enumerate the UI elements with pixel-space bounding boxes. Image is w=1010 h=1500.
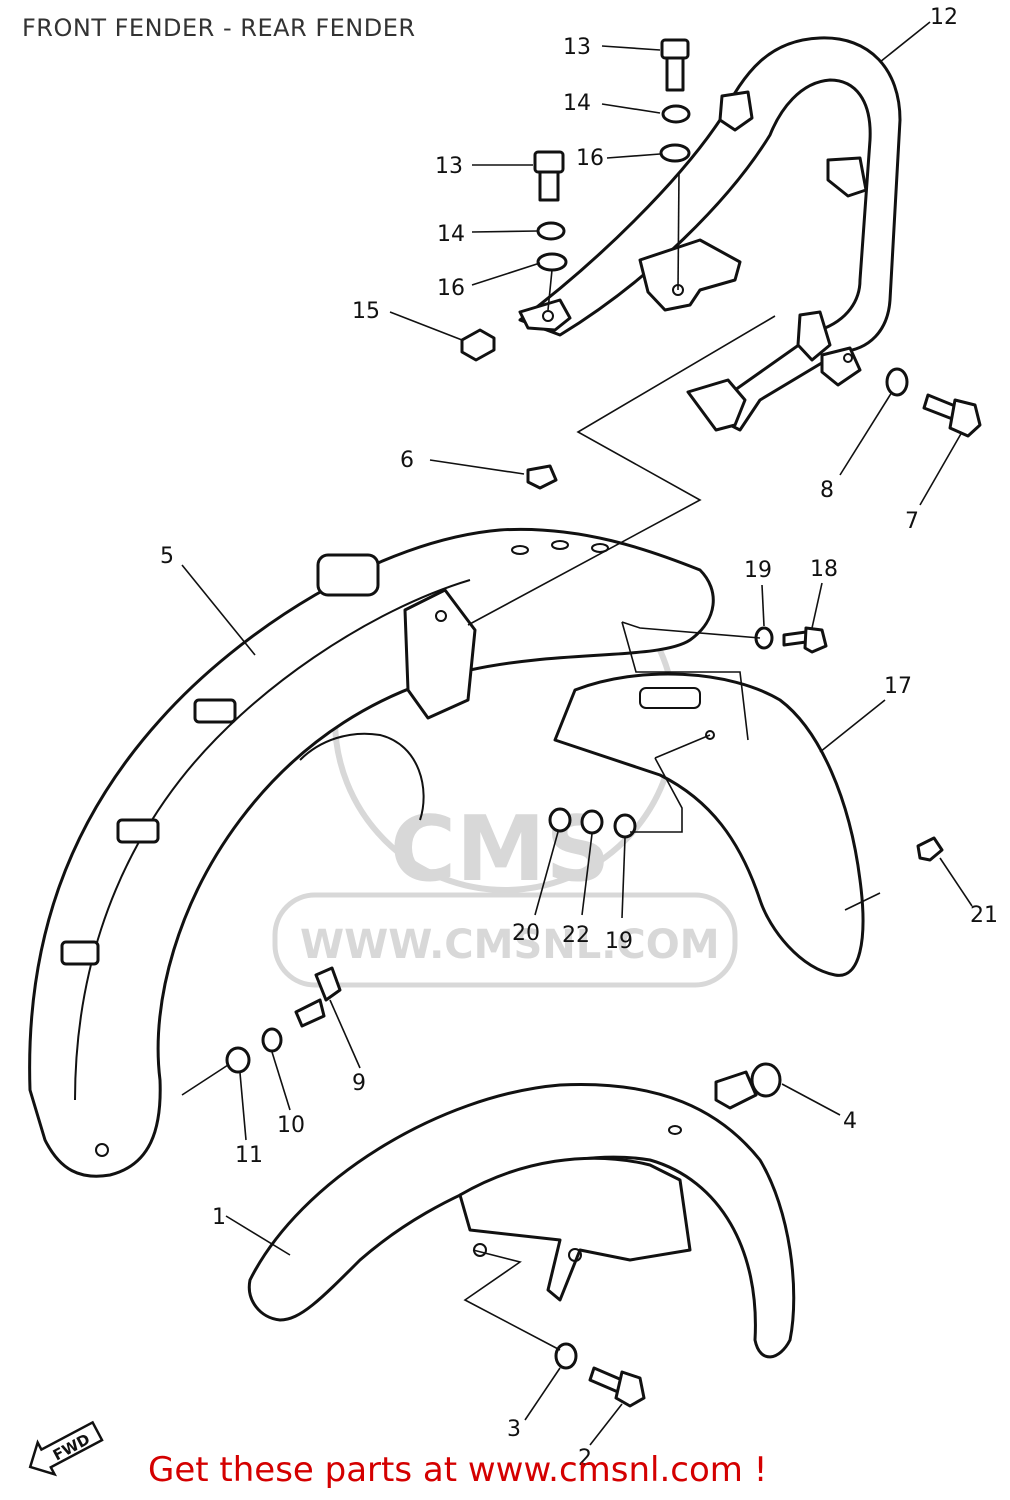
callout-9: 9	[352, 1071, 366, 1096]
callout-8: 8	[820, 478, 834, 503]
bolt-13-upper[interactable]	[660, 38, 690, 92]
bolt-13-lower[interactable]	[533, 150, 565, 202]
fwd-arrow-icon: FWD	[28, 1420, 104, 1477]
callout-3: 3	[507, 1417, 521, 1442]
callout-19-upper: 19	[744, 558, 772, 583]
washer-16-lower[interactable]	[536, 252, 568, 272]
washer-16-upper[interactable]	[659, 143, 691, 163]
callout-6: 6	[400, 448, 414, 473]
front-fender[interactable]	[247, 1082, 796, 1359]
callout-5: 5	[160, 544, 174, 569]
lock-washer-14-lower[interactable]	[536, 221, 566, 241]
washer-3[interactable]	[554, 1342, 578, 1370]
callout-19-lower: 19	[605, 929, 633, 954]
leader-lines	[181, 21, 973, 1446]
grommet-6[interactable]	[526, 464, 558, 490]
watermark: CMS WWW.CMSNL.COM	[272, 547, 738, 988]
washer-22[interactable]	[580, 809, 604, 835]
callout-22: 22	[562, 923, 590, 948]
bolt-7[interactable]	[922, 393, 982, 438]
cap-15[interactable]	[460, 328, 496, 362]
callout-21: 21	[970, 903, 998, 928]
page-title: FRONT FENDER - REAR FENDER	[22, 14, 416, 42]
washer-19-lower[interactable]	[613, 813, 637, 839]
bolt-9[interactable]	[294, 966, 342, 1028]
callout-16-lower: 16	[437, 276, 465, 301]
washer-11[interactable]	[225, 1046, 251, 1074]
watermark-url-text: WWW.CMSNL.COM	[300, 922, 720, 968]
callout-labels: 13 14 16 13 14 16 15 12 8 7 6 5 19 18 17…	[160, 5, 998, 1471]
callout-2: 2	[578, 1446, 592, 1471]
grab-rail[interactable]	[518, 36, 902, 432]
lock-washer-10[interactable]	[261, 1027, 283, 1053]
callout-4: 4	[843, 1109, 857, 1134]
washer-8[interactable]	[885, 367, 909, 397]
callout-13-lower: 13	[435, 154, 463, 179]
callout-13-upper: 13	[563, 35, 591, 60]
nut-20[interactable]	[548, 807, 572, 833]
callout-14-upper: 14	[563, 91, 591, 116]
callout-12: 12	[930, 5, 958, 30]
rear-fender[interactable]	[28, 527, 715, 1178]
callout-1: 1	[212, 1205, 226, 1230]
footer-cms-link[interactable]: Get these parts at www.cmsnl.com !	[148, 1450, 768, 1490]
callout-18: 18	[810, 557, 838, 582]
callout-11: 11	[235, 1143, 263, 1168]
callout-10: 10	[277, 1113, 305, 1138]
screw-21[interactable]	[916, 836, 944, 862]
bolt-18[interactable]	[782, 626, 828, 654]
callout-7: 7	[905, 509, 919, 534]
callout-15: 15	[352, 299, 380, 324]
bolt-2[interactable]	[588, 1366, 646, 1408]
grommet-4[interactable]	[714, 1062, 782, 1110]
watermark-logo-text: CMS	[390, 797, 610, 902]
callout-16-upper: 16	[576, 146, 604, 171]
callout-17: 17	[884, 674, 912, 699]
connection-lines	[463, 171, 881, 1351]
callout-20: 20	[512, 921, 540, 946]
inner-fender-17[interactable]	[553, 672, 865, 977]
lock-washer-14-upper[interactable]	[661, 104, 691, 124]
callout-14-lower: 14	[437, 222, 465, 247]
